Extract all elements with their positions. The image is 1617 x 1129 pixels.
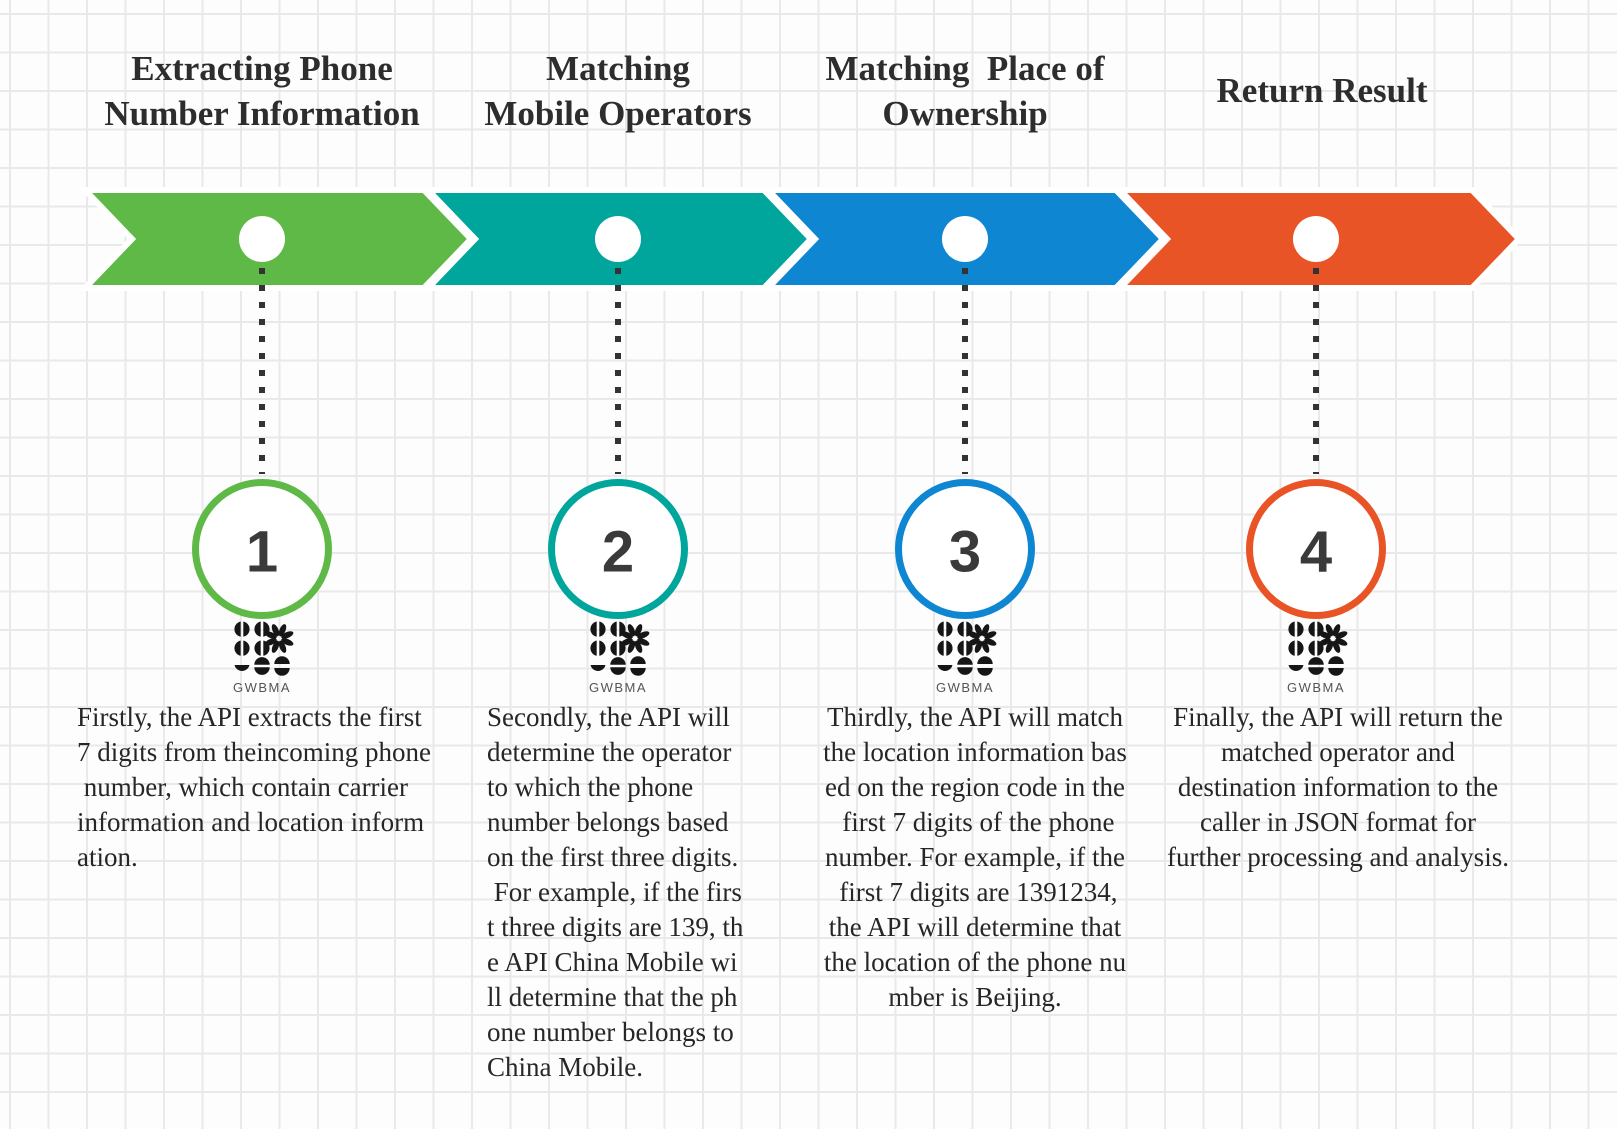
- step-3-node: [942, 216, 988, 262]
- step-4-number: 4: [1300, 520, 1332, 585]
- step-2-number: 2: [602, 520, 634, 585]
- gwbma-logo-icon: [937, 621, 998, 676]
- step-4-title: Return Result: [1216, 71, 1428, 110]
- step-3-title: Matching Place of Ownership: [825, 49, 1105, 133]
- step-2-node: [595, 216, 641, 262]
- step-1-description: Firstly, the API extracts the first 7 di…: [77, 702, 431, 872]
- gwbma-logo-icon: [234, 621, 295, 676]
- gwbma-label: GWBMA: [1287, 680, 1345, 695]
- step-4-number-circle: [1246, 479, 1386, 619]
- step-1-number-circle: [192, 479, 332, 619]
- step-2-title: Matching Mobile Operators: [484, 49, 752, 133]
- step-3-number: 3: [949, 520, 981, 585]
- step-4-description: Finally, the API will return the matched…: [1167, 702, 1509, 872]
- gwbma-logo-icon: [590, 621, 651, 676]
- step-1-node: [239, 216, 285, 262]
- step-3-description: Thirdly, the API will match the location…: [823, 702, 1127, 1012]
- step-2-description: Secondly, the API will determine the ope…: [487, 702, 744, 1082]
- step-3-number-circle: [895, 479, 1035, 619]
- step-1-number: 1: [246, 520, 278, 585]
- gwbma-logo-icon: [1288, 621, 1349, 676]
- gwbma-label: GWBMA: [589, 680, 647, 695]
- gwbma-label: GWBMA: [936, 680, 994, 695]
- step-4-node: [1293, 216, 1339, 262]
- step-1-title: Extracting Phone Number Information: [104, 49, 420, 133]
- step-2-number-circle: [548, 479, 688, 619]
- gwbma-label: GWBMA: [233, 680, 291, 695]
